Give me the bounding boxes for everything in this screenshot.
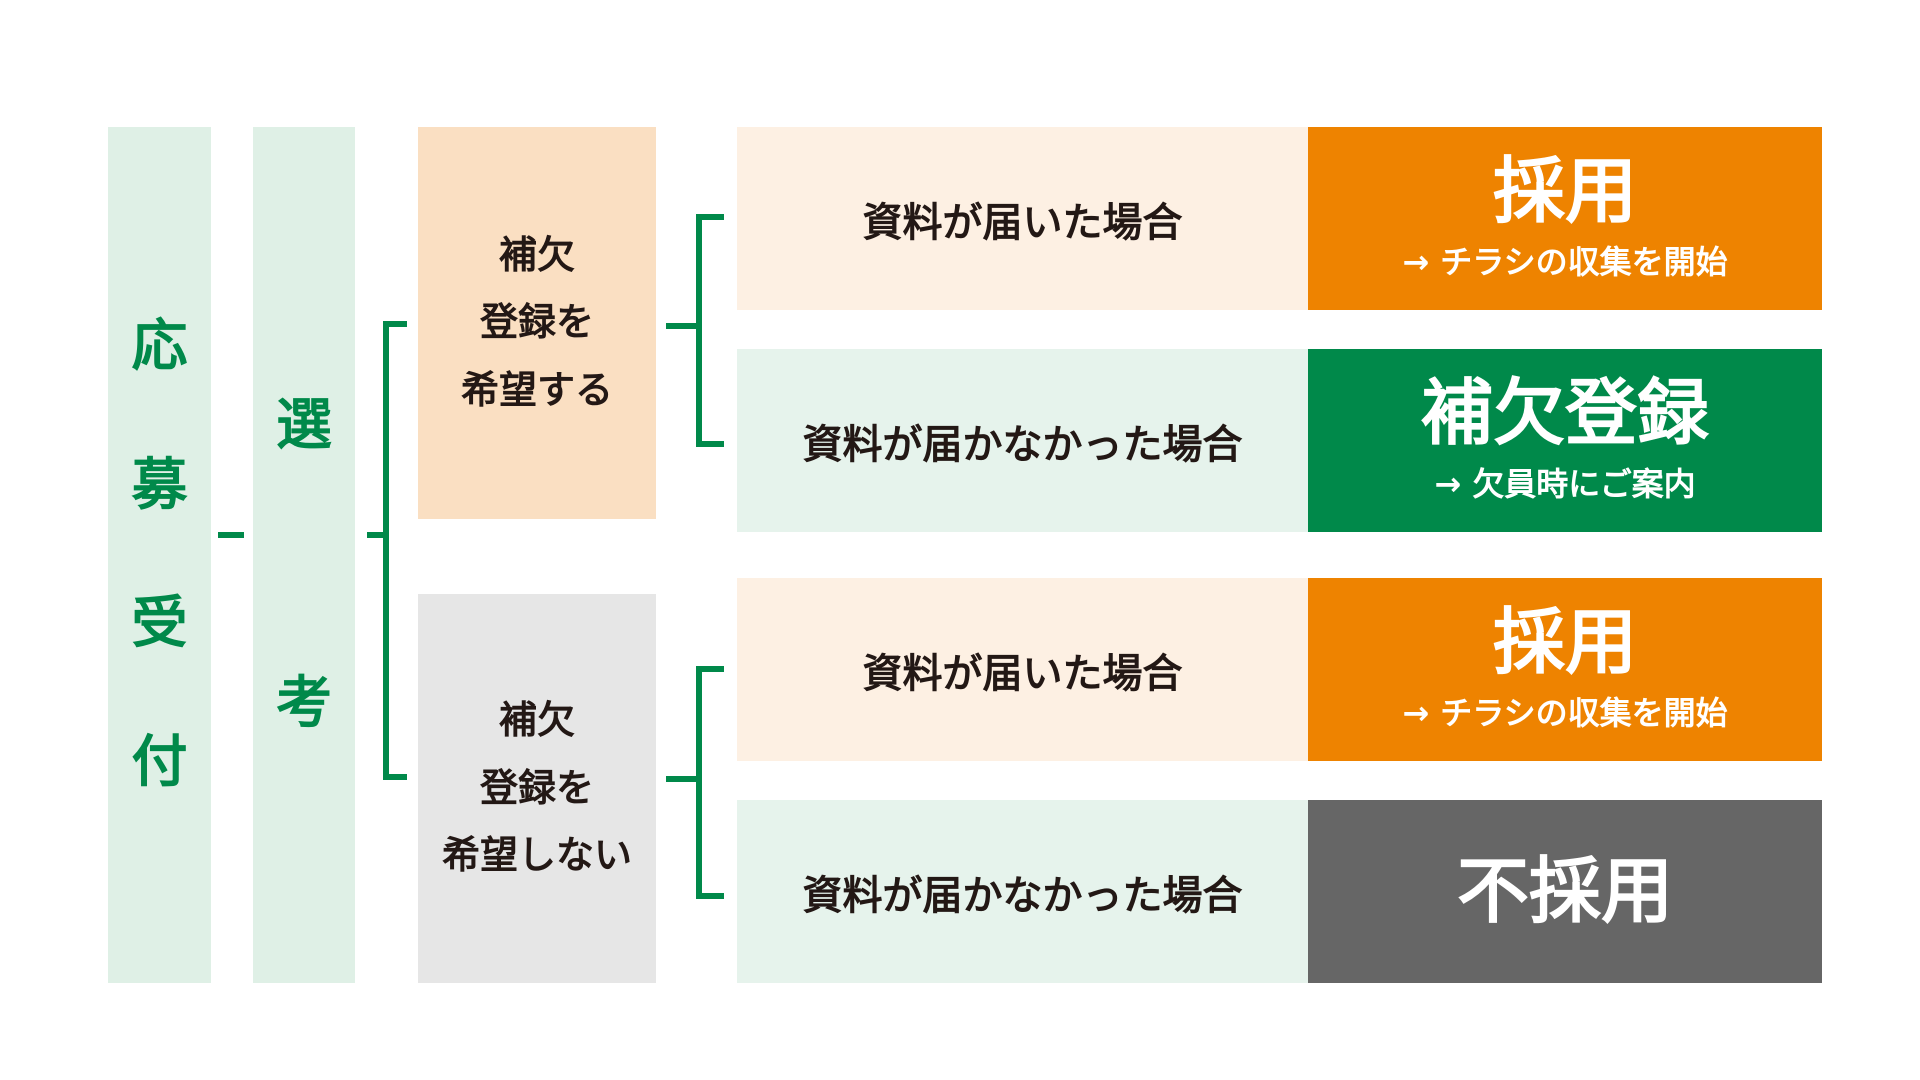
application-char: 付 bbox=[131, 729, 188, 795]
result-label: 補欠登録 bbox=[1420, 370, 1709, 455]
lower-bracket-vertical bbox=[696, 666, 702, 899]
connector-dash bbox=[218, 532, 244, 538]
result-label: 採用 bbox=[1492, 599, 1637, 684]
selection-char: 選 bbox=[276, 393, 332, 458]
bracket-top-arm bbox=[383, 321, 407, 327]
application-char: 応 bbox=[131, 314, 188, 380]
result-hired: 採用 → チラシの収集を開始 bbox=[1308, 127, 1822, 310]
upper-bracket-vertical bbox=[696, 214, 702, 447]
case-label: 資料が届いた場合 bbox=[862, 650, 1183, 697]
selection-step: 選 考 bbox=[253, 127, 355, 983]
lower-bracket-stub bbox=[666, 776, 702, 782]
condition-wish-box: 補欠 登録を 希望する bbox=[418, 127, 656, 519]
lower-bracket-bottom-arm bbox=[696, 893, 724, 899]
lower-bracket-top-arm bbox=[696, 666, 724, 672]
application-char: 受 bbox=[131, 591, 188, 657]
result-note: → チラシの収集を開始 bbox=[1402, 694, 1728, 733]
result-rejected: 不採用 bbox=[1308, 800, 1822, 983]
case-not-received: 資料が届かなかった場合 bbox=[737, 800, 1308, 983]
condition-line: 補欠 bbox=[498, 232, 575, 277]
bracket-vertical bbox=[383, 321, 389, 780]
application-char: 募 bbox=[131, 452, 188, 518]
selection-char: 考 bbox=[276, 671, 332, 736]
connector-stub bbox=[367, 532, 389, 538]
case-label: 資料が届いた場合 bbox=[862, 199, 1183, 246]
condition-line: 登録を bbox=[479, 765, 594, 810]
case-not-received: 資料が届かなかった場合 bbox=[737, 349, 1308, 532]
result-label: 不採用 bbox=[1456, 848, 1673, 933]
upper-bracket-top-arm bbox=[696, 214, 724, 220]
condition-nowish-box: 補欠 登録を 希望しない bbox=[418, 594, 656, 983]
condition-line: 登録を bbox=[479, 300, 594, 345]
case-label: 資料が届かなかった場合 bbox=[802, 872, 1243, 919]
application-step: 応 募 受 付 bbox=[108, 127, 211, 983]
result-hired: 採用 → チラシの収集を開始 bbox=[1308, 578, 1822, 761]
result-label: 採用 bbox=[1492, 148, 1637, 233]
result-note: → 欠員時にご案内 bbox=[1434, 465, 1696, 504]
condition-line: 希望する bbox=[460, 367, 613, 412]
bracket-bottom-arm bbox=[383, 774, 407, 780]
case-received: 資料が届いた場合 bbox=[737, 578, 1308, 761]
upper-bracket-bottom-arm bbox=[696, 441, 724, 447]
case-label: 資料が届かなかった場合 bbox=[802, 421, 1243, 468]
condition-line: 希望しない bbox=[441, 833, 632, 878]
condition-line: 補欠 bbox=[498, 698, 575, 743]
result-reserve: 補欠登録 → 欠員時にご案内 bbox=[1308, 349, 1822, 532]
case-received: 資料が届いた場合 bbox=[737, 127, 1308, 310]
upper-bracket-stub bbox=[666, 323, 702, 329]
result-note: → チラシの収集を開始 bbox=[1402, 243, 1728, 282]
